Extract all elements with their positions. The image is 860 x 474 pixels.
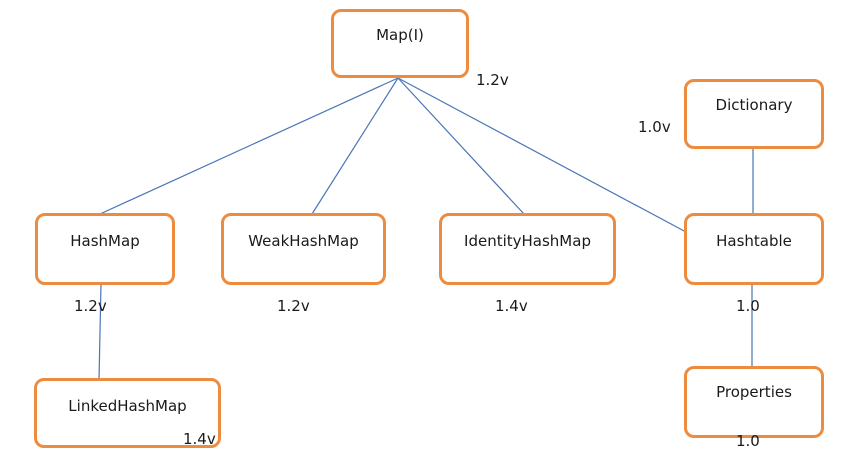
node-weakhashmap: WeakHashMap (221, 213, 386, 285)
version-label-properties: 1.0 (736, 432, 760, 450)
version-label-map: 1.2v (476, 71, 509, 89)
version-label-hashmap: 1.2v (74, 297, 107, 315)
edge-map-identityhashmap (397, 77, 525, 215)
node-dictionary: Dictionary (684, 79, 824, 149)
version-label-hashtable: 1.0 (736, 297, 760, 315)
node-map: Map(I) (331, 9, 469, 78)
node-hashtable: Hashtable (684, 213, 824, 285)
edge-map-hashtable (397, 77, 687, 233)
edge-hashmap-linkedhashmap (98, 283, 102, 381)
version-label-linkedhashmap: 1.4v (183, 430, 216, 448)
node-linkedhashmap: LinkedHashMap (34, 378, 221, 448)
node-properties: Properties (684, 366, 824, 438)
version-label-identityhashmap: 1.4v (495, 297, 528, 315)
node-hashmap: HashMap (35, 213, 175, 285)
edge-map-weakhashmap (311, 77, 399, 215)
node-identityhashmap: IdentityHashMap (439, 213, 616, 285)
version-label-weakhashmap: 1.2v (277, 297, 310, 315)
edge-map-hashmap (99, 77, 399, 215)
version-label-dictionary: 1.0v (638, 118, 671, 136)
